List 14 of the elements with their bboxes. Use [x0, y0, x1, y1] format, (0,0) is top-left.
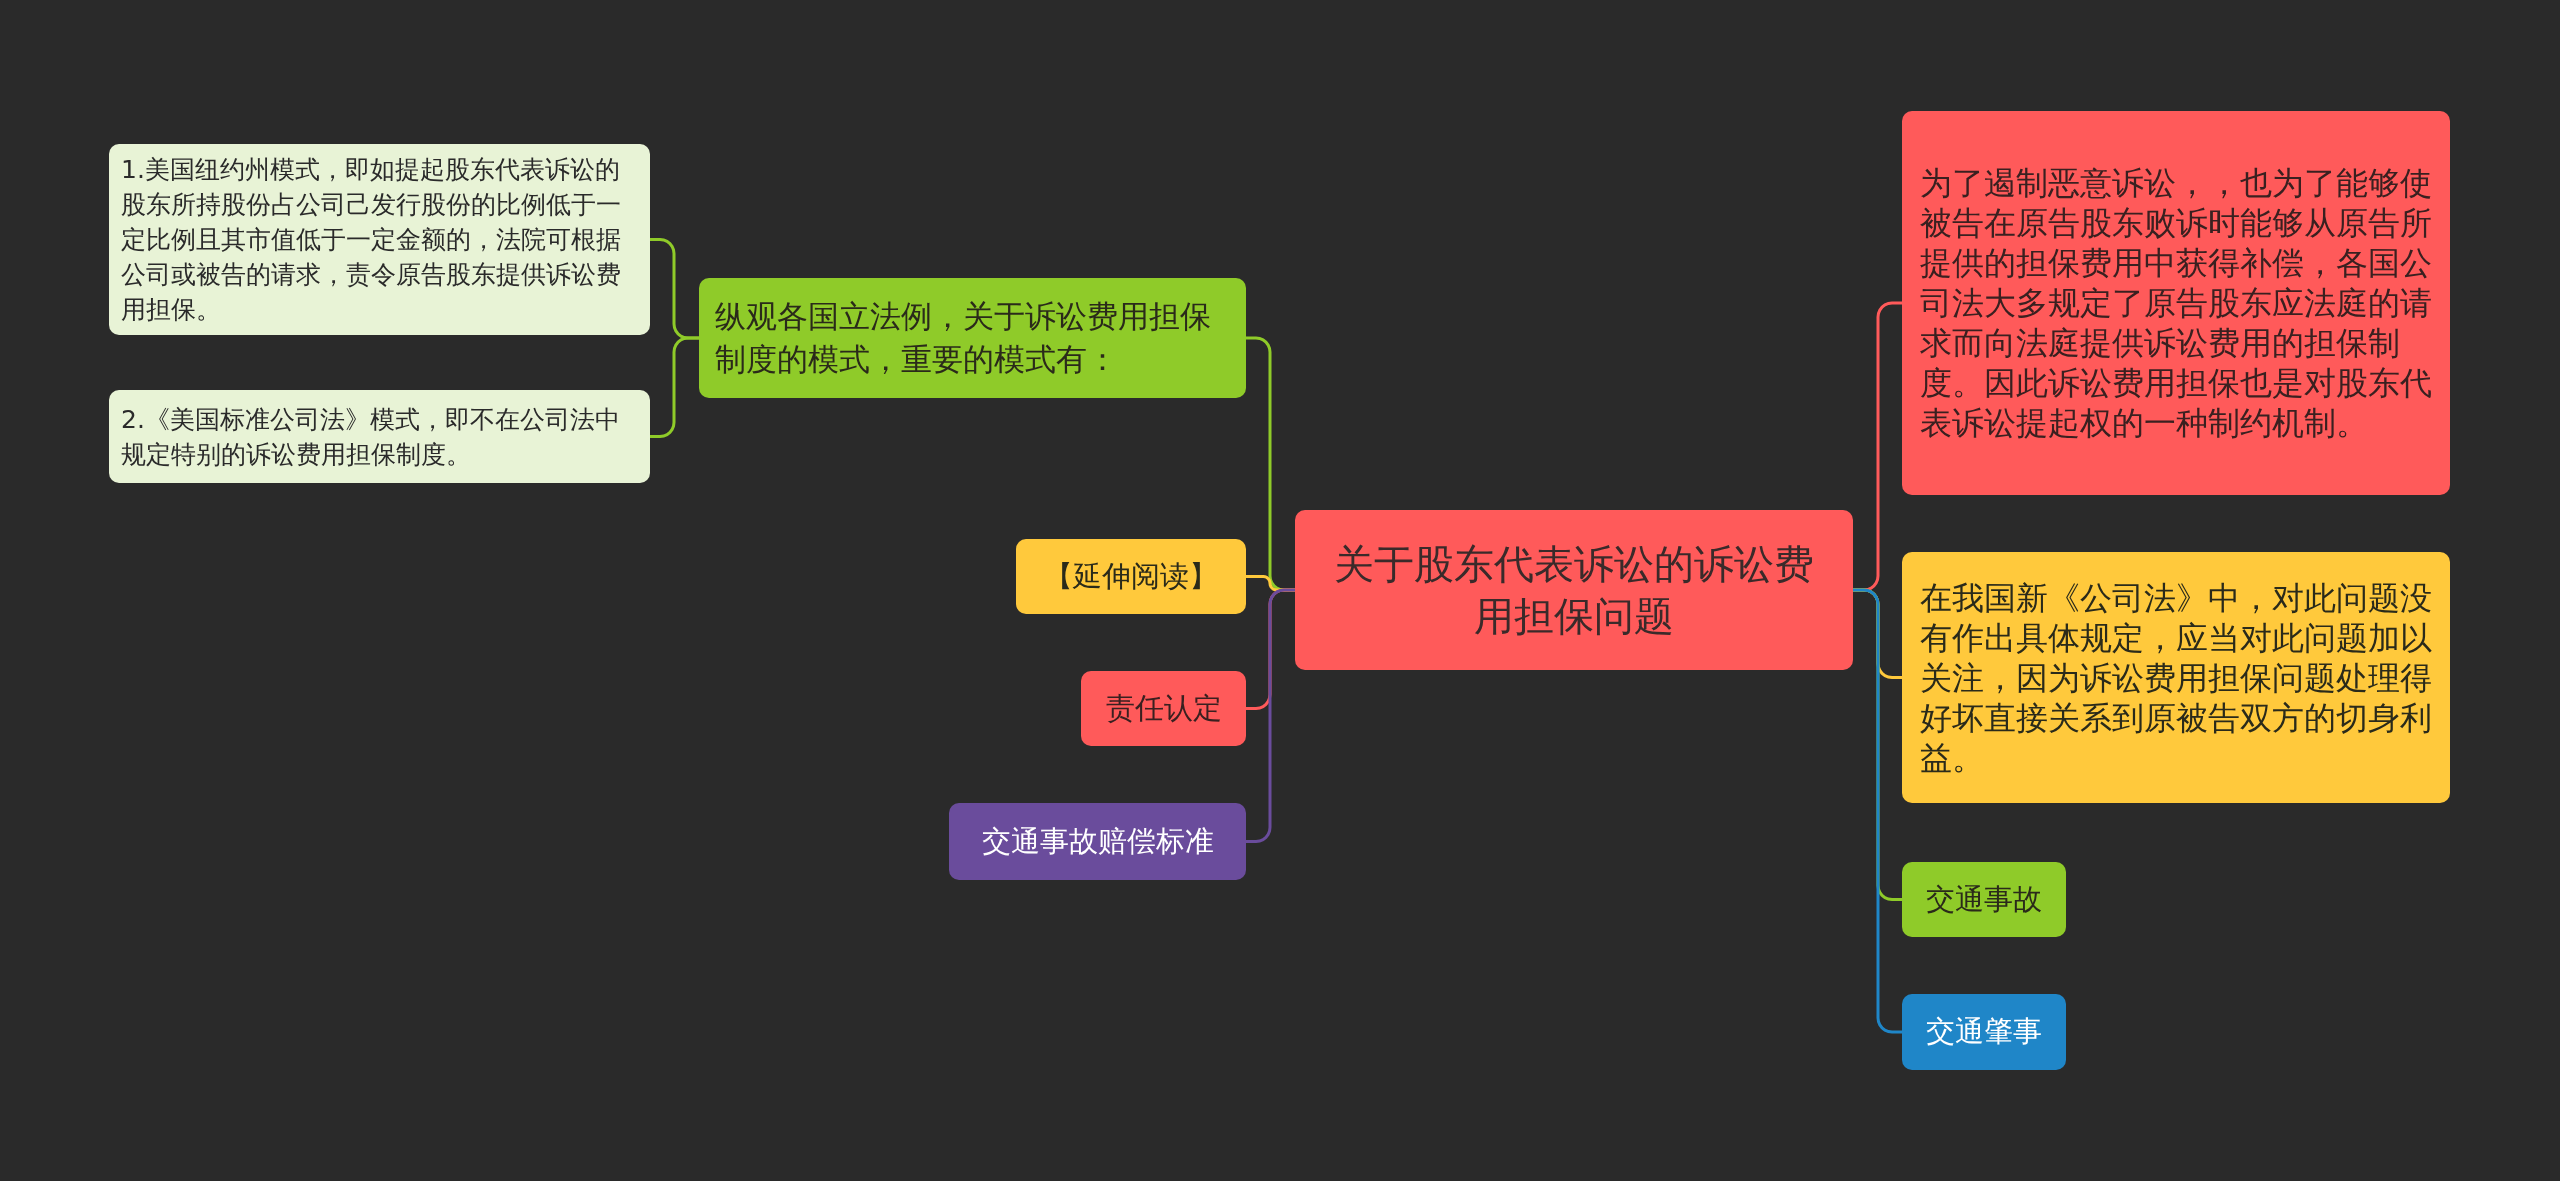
central-topic: 关于股东代表诉讼的诉讼费用担保问题 [1295, 510, 1853, 670]
topic-box: 在我国新《公司法》中，对此问题没有作出具体规定，应当对此问题加以关注，因为诉讼费用担保问题处理得好坏直接关系到原被告双方的切身利益。 [1902, 552, 2450, 803]
topic-box: 【延伸阅读】 [1016, 539, 1246, 614]
topic-box: 2.《美国标准公司法》模式，即不在公司法中规定特别的诉讼费用担保制度。 [109, 390, 650, 483]
connector [1246, 588, 1295, 843]
topic-box: 交通事故赔偿标准 [949, 803, 1246, 880]
connector [650, 336, 699, 438]
topic-box: 责任认定 [1081, 671, 1246, 746]
topic-box: 1.美国纽约州模式，即如提起股东代表诉讼的股东所持股份占公司己发行股份的比例低于一定比例且其市值低于一定金额的，法院可根据公司或被告的请求，责令原告股东提供诉讼费用担保。 [109, 144, 650, 335]
topic-box: 交通肇事 [1902, 994, 2066, 1070]
topic-box: 为了遏制恶意诉讼，，也为了能够使被告在原告股东败诉时能够从原告所提供的担保费用中获得补偿，各国公司法大多规定了原告股东应法庭的请求而向法庭提供诉讼费用的担保制度。因此诉讼费用担保也是对股东代表诉讼提起权的一种制约机制。 [1902, 111, 2450, 495]
topic-box: 交通事故 [1902, 862, 2066, 937]
connector [1853, 588, 1902, 1034]
topic-box: 纵观各国立法例，关于诉讼费用担保制度的模式，重要的模式有： [699, 278, 1246, 398]
